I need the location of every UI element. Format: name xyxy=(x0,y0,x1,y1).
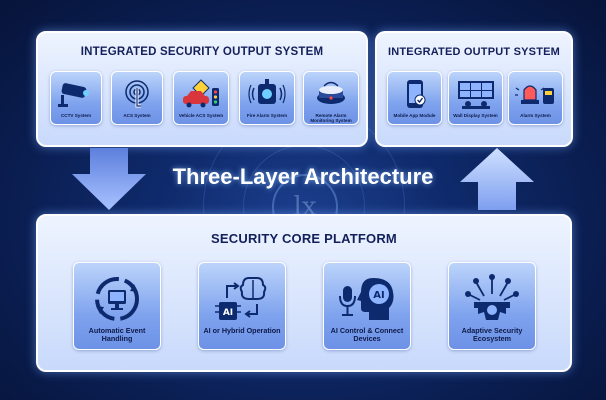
panel-title: INTEGRATED OUTPUT SYSTEM xyxy=(387,46,561,58)
panel-title: SECURITY CORE PLATFORM xyxy=(211,231,397,246)
card-label: AI or Hybrid Operation xyxy=(203,326,281,335)
card-label: Mobile App Module xyxy=(393,113,436,118)
down-arrow-icon xyxy=(72,148,146,210)
card-label: Fire Alarm System xyxy=(246,113,288,118)
alarm-siren-icon xyxy=(509,76,562,112)
ai-voice-head-icon: AI xyxy=(324,271,410,327)
card-fire-alarm: Fire Alarm System xyxy=(239,71,295,125)
card-label: Vehicle ACS System xyxy=(178,113,224,118)
card-ai-hybrid: AI AI or Hybrid Operation xyxy=(198,262,286,350)
card-wall-display: Wall Display System xyxy=(448,71,503,125)
cctv-camera-icon xyxy=(51,76,101,112)
card-label: Automatic Event Handling xyxy=(88,326,146,343)
card-label: Wall Display System xyxy=(453,113,498,118)
card-mobile-app: Mobile App Module xyxy=(387,71,442,125)
card-cctv: CCTV System xyxy=(50,71,102,125)
card-ai-control: AI AI Control & Connect Devices xyxy=(323,262,411,350)
diagram-heading: Three-Layer Architecture xyxy=(172,164,434,189)
vehicle-traffic-light-icon xyxy=(174,76,228,112)
card-alarm-system: Alarm System xyxy=(508,71,563,125)
card-label: Adaptive Security Ecosystem xyxy=(461,326,523,343)
smoke-detector-icon xyxy=(304,76,358,112)
card-label: Remote Alarm Monitoring System xyxy=(310,113,352,124)
security-core-panel: SECURITY CORE PLATFORM Automatic Event H… xyxy=(36,214,572,372)
gear-network-icon xyxy=(449,271,535,327)
card-label: Alarm System xyxy=(520,113,551,118)
automatic-cycle-icon xyxy=(74,271,160,327)
fingerprint-touch-icon xyxy=(112,76,162,112)
svg-text:AI: AI xyxy=(373,290,384,301)
svg-text:AI: AI xyxy=(223,308,233,318)
integrated-output-panel: INTEGRATED OUTPUT SYSTEM Mobile App Modu… xyxy=(375,31,573,147)
card-adaptive-ecosystem: Adaptive Security Ecosystem xyxy=(448,262,536,350)
card-remote-alarm: Remote Alarm Monitoring System xyxy=(303,71,359,125)
card-automatic-event: Automatic Event Handling xyxy=(73,262,161,350)
wall-display-icon xyxy=(449,76,502,112)
card-label: AI Control & Connect Devices xyxy=(330,326,404,343)
panel-title: INTEGRATED SECURITY OUTPUT SYSTEM xyxy=(80,46,324,58)
security-output-panel: INTEGRATED SECURITY OUTPUT SYSTEM CCTV S… xyxy=(36,31,368,147)
card-label: ACS System xyxy=(123,113,151,118)
up-arrow-icon xyxy=(460,148,534,210)
mobile-app-icon xyxy=(388,76,441,112)
fire-alarm-icon xyxy=(240,76,294,112)
card-acs: ACS System xyxy=(111,71,163,125)
card-vehicle-acs: Vehicle ACS System xyxy=(173,71,229,125)
ai-brain-icon: AI xyxy=(199,271,285,327)
card-label: CCTV System xyxy=(60,113,92,118)
